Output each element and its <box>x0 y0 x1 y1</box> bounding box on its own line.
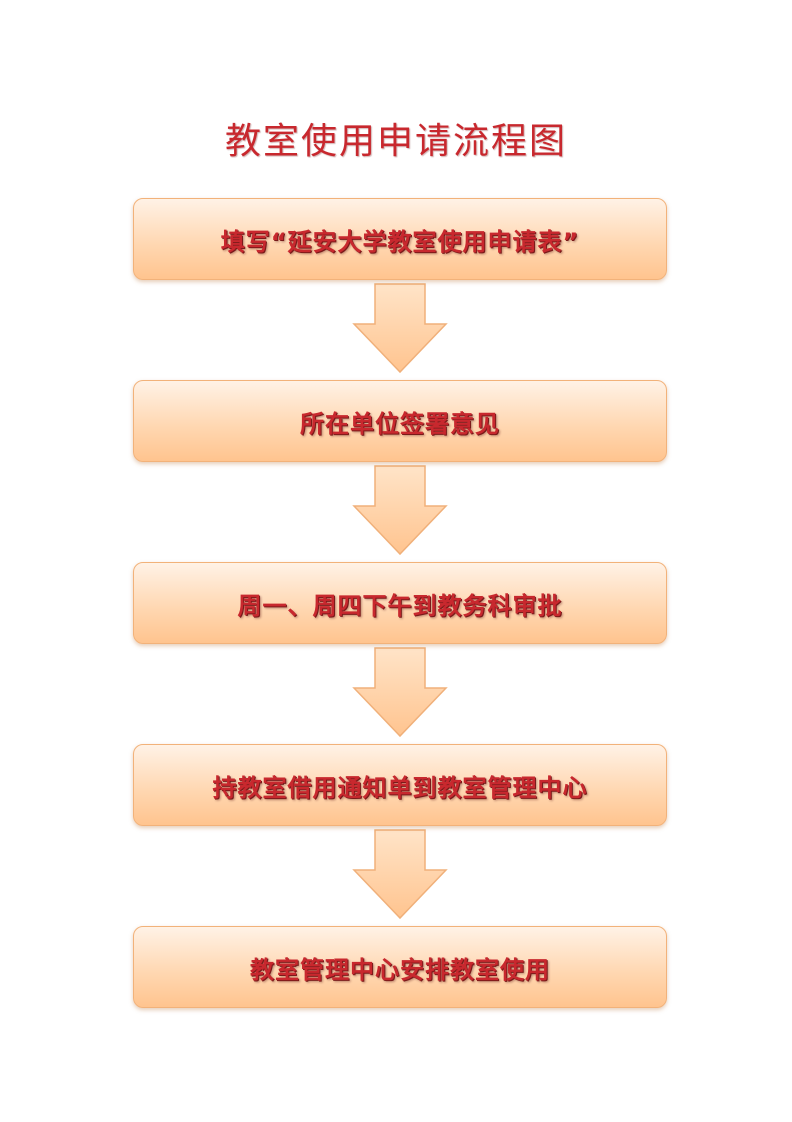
flow-step-label: 填写“延安大学教室使用申请表” <box>220 227 580 256</box>
flow-step-label: 所在单位签署意见 <box>300 409 500 438</box>
flow-step-label: 持教室借用通知单到教室管理中心 <box>212 773 588 802</box>
flow-step-1: 填写“延安大学教室使用申请表” <box>133 198 667 280</box>
page-title: 教室使用申请流程图 <box>224 121 567 163</box>
down-arrow-icon <box>352 647 448 738</box>
flow-arrow-1 <box>133 280 667 380</box>
flow-step-5: 教室管理中心安排教室使用 <box>133 926 667 1008</box>
flow-step-3: 周一、周四下午到教务科审批 <box>133 562 667 644</box>
flow-arrow-3 <box>133 644 667 744</box>
down-arrow-icon <box>352 829 448 920</box>
down-arrow-icon <box>352 465 448 556</box>
flow-step-4: 持教室借用通知单到教室管理中心 <box>133 744 667 826</box>
flow-step-2: 所在单位签署意见 <box>133 380 667 462</box>
flow-arrow-2 <box>133 462 667 562</box>
flow-step-label: 周一、周四下午到教务科审批 <box>237 591 563 620</box>
flow-arrow-4 <box>133 826 667 926</box>
flowchart: 填写“延安大学教室使用申请表” 所在单位签署意见 <box>133 198 667 1008</box>
down-arrow-icon <box>352 283 448 374</box>
flow-step-label: 教室管理中心安排教室使用 <box>250 955 550 984</box>
